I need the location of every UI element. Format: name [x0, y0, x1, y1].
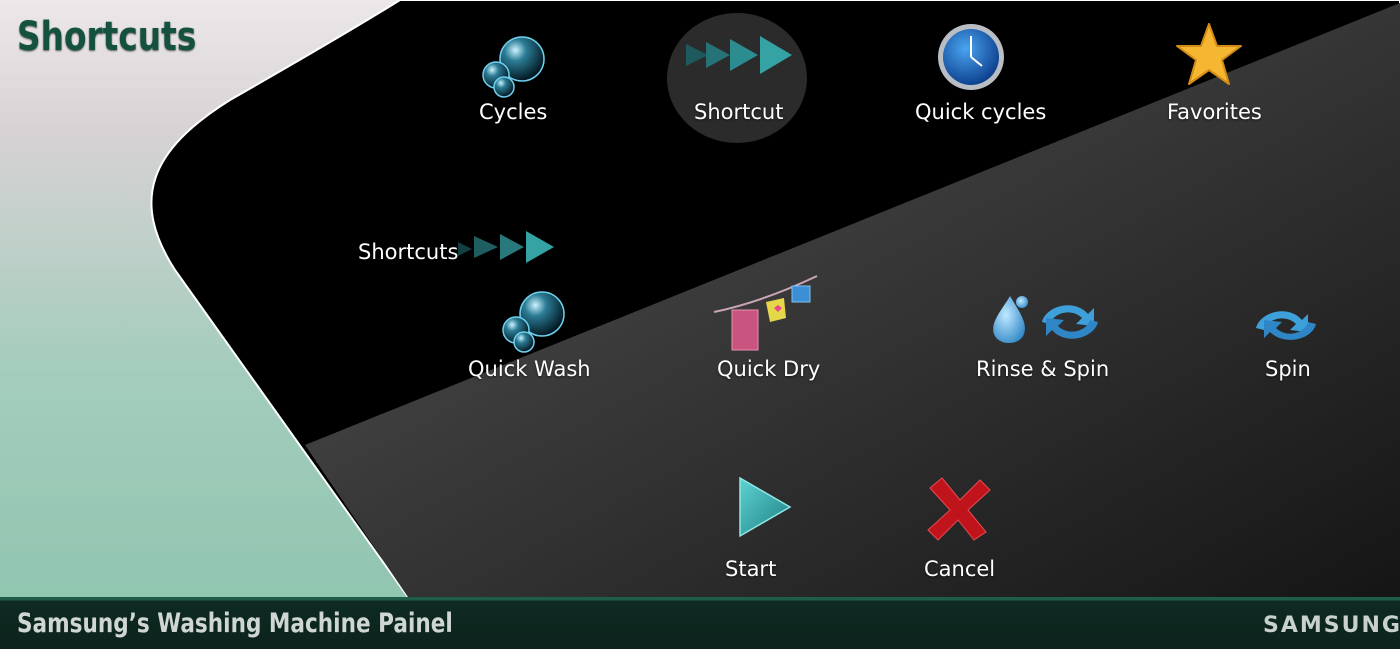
play-icon — [739, 476, 792, 538]
section-label: Shortcuts — [358, 240, 459, 264]
brand-logo: SAMSUNG — [1263, 613, 1400, 638]
page-title: Shortcuts — [17, 14, 197, 60]
clothesline-icon — [713, 275, 818, 351]
menu-item-favorites[interactable]: Favorites — [1167, 100, 1262, 124]
triple-arrow-icon — [686, 36, 792, 74]
shortcut-quick-wash[interactable]: Quick Wash — [468, 357, 591, 381]
triple-arrow-icon — [458, 231, 554, 263]
menu-item-shortcut[interactable]: Shortcut — [694, 100, 784, 124]
footer-bar — [0, 597, 1400, 649]
shortcut-rinse-spin[interactable]: Rinse & Spin — [976, 357, 1110, 381]
spin-icon — [1256, 311, 1316, 340]
cancel-button[interactable]: Cancel — [924, 557, 996, 581]
bubbles-icon — [482, 36, 545, 98]
menu-item-cycles[interactable]: Cycles — [479, 100, 548, 124]
clock-icon — [938, 24, 1004, 90]
menu-item-quick-cycles[interactable]: Quick cycles — [915, 100, 1047, 124]
shortcut-quick-dry[interactable]: Quick Dry — [717, 357, 821, 381]
selected-highlight — [667, 13, 807, 143]
start-button[interactable]: Start — [725, 557, 777, 581]
star-icon — [1176, 23, 1242, 85]
footer-title: Samsung’s Washing Machine Painel — [17, 608, 453, 639]
shortcut-spin[interactable]: Spin — [1265, 357, 1311, 381]
bubbles-icon — [502, 291, 565, 353]
droplet-spin-icon — [993, 296, 1098, 343]
close-icon — [927, 477, 991, 541]
